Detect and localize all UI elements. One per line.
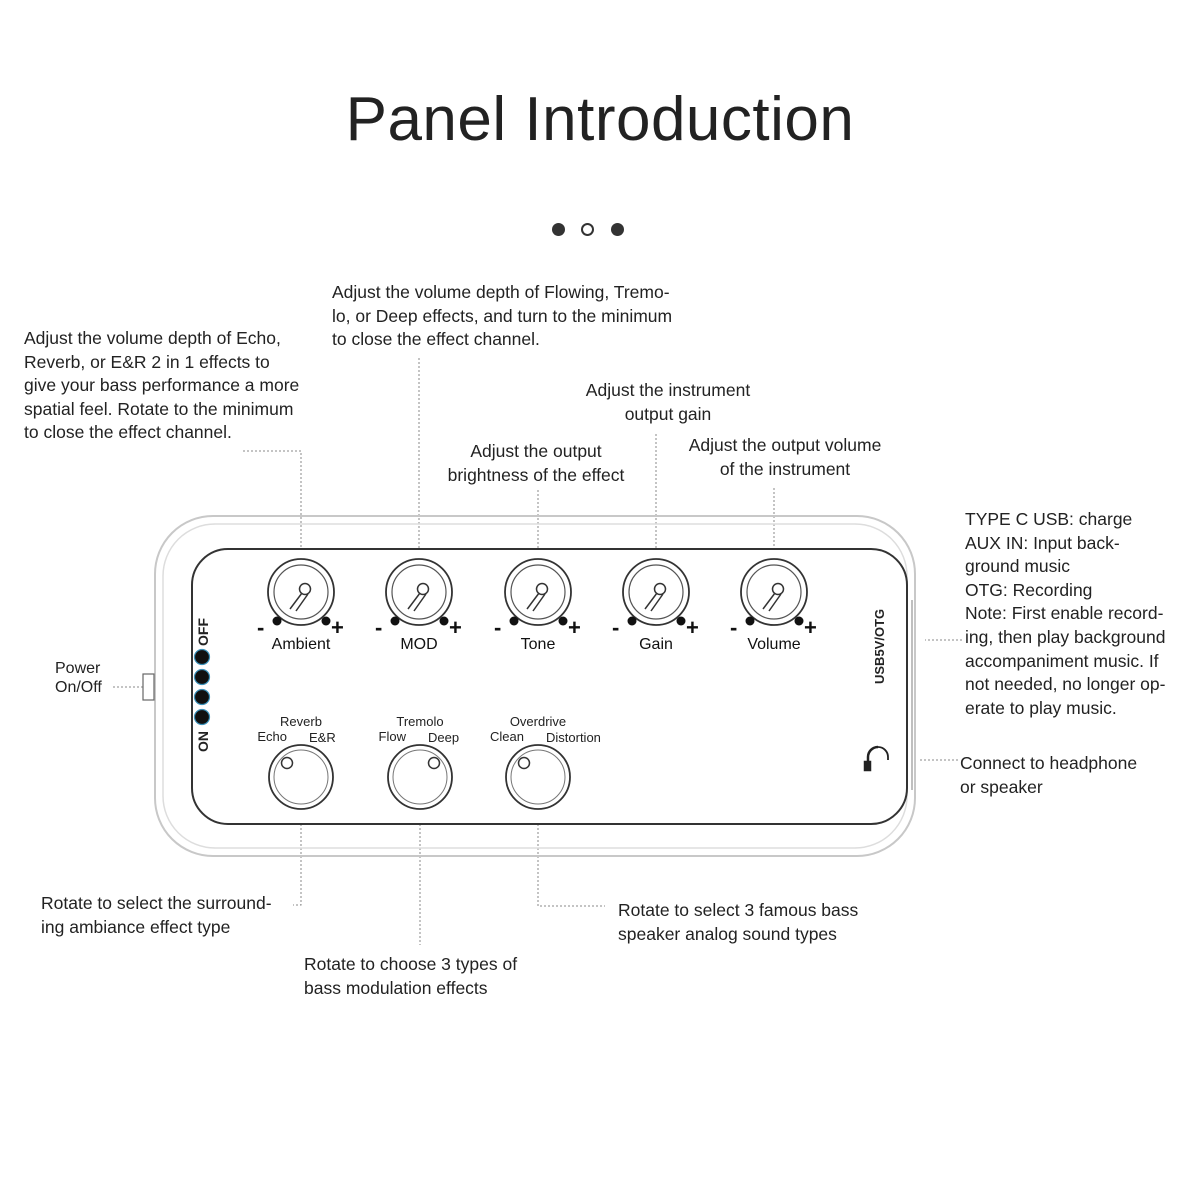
knob-label: Ambient: [272, 636, 331, 653]
knob-pointer-dot: [771, 582, 785, 596]
knob-volume[interactable]: - +Volume: [730, 558, 817, 653]
knob-pointer-dot: [298, 582, 312, 596]
selector-top-label: Tremolo: [396, 714, 443, 729]
knob-label: Gain: [639, 636, 673, 653]
knob-max-marker: [321, 616, 331, 626]
selector-top-label: Overdrive: [510, 714, 566, 729]
knob-plus-sign: +: [686, 615, 699, 640]
switch-on-label: ON: [195, 731, 211, 752]
selector-top-label: Reverb: [280, 714, 322, 729]
led-4: [193, 708, 211, 726]
knob-minus-sign: -: [257, 615, 264, 640]
knob-max-marker: [676, 616, 686, 626]
knob-plus-sign: +: [568, 615, 581, 640]
usb-port-label: USB5V/OTG: [872, 609, 887, 684]
led-2: [193, 668, 211, 686]
device-body: [142, 515, 916, 857]
pager-dot-2[interactable]: [581, 223, 594, 236]
pager-dot-1[interactable]: [552, 223, 565, 236]
knob-label: Volume: [747, 636, 800, 653]
selector-left-label: Echo: [257, 729, 287, 744]
leader-lines: [113, 358, 962, 945]
knob-pointer-dot: [416, 582, 430, 596]
knob-mod[interactable]: - + MOD: [375, 558, 462, 653]
knob-plus-sign: +: [331, 615, 344, 640]
headphone-icon: [863, 745, 889, 772]
ambient-knob-annotation: Adjust the volume depth of Echo,Reverb, …: [24, 328, 300, 443]
leader-ambient: [243, 450, 302, 558]
knob-min-marker: [745, 616, 755, 626]
knob-max-marker: [439, 616, 449, 626]
knob-ambient[interactable]: - +Ambient: [257, 558, 344, 653]
knob-gain[interactable]: - + Gain: [612, 558, 699, 653]
knob-tone[interactable]: - + Tone: [494, 558, 581, 653]
ambient-selector-annotation: Rotate to select the surround-ing ambian…: [41, 893, 272, 937]
led-3: [193, 688, 211, 706]
selector-left-label: Flow: [379, 729, 407, 744]
selector-right-label: Deep: [428, 730, 459, 745]
led-1: [193, 648, 211, 666]
knob-pointer-dot: [653, 582, 667, 596]
selector-left-label: Clean: [490, 729, 524, 744]
knob-min-marker: [509, 616, 519, 626]
pager-dot-3[interactable]: [611, 223, 624, 236]
selector-pointer-dot: [517, 756, 531, 770]
selector-pointer-dot: [427, 756, 441, 770]
knob-plus-sign: +: [449, 615, 462, 640]
knob-minus-sign: -: [612, 615, 619, 640]
knob-min-marker: [272, 616, 282, 626]
pager-dots: [548, 223, 628, 239]
power-leds: [193, 648, 211, 726]
knob-min-marker: [390, 616, 400, 626]
knob-minus-sign: -: [494, 615, 501, 640]
knob-minus-sign: -: [730, 615, 737, 640]
knob-minus-sign: -: [375, 615, 382, 640]
mod-knob-annotation: Adjust the volume depth of Flowing, Trem…: [332, 282, 673, 350]
knob-max-marker: [794, 616, 804, 626]
knob-min-marker: [627, 616, 637, 626]
page-title: Panel Introduction: [345, 85, 855, 154]
top-knobs: -+Ambient-+MOD-+Tone-+Gain-+Volume: [257, 558, 817, 653]
knob-label: MOD: [400, 636, 437, 653]
switch-off-label: OFF: [195, 618, 211, 646]
selector-right-label: Distortion: [546, 730, 601, 745]
knob-pointer-dot: [535, 582, 549, 596]
selector-pointer-dot: [280, 756, 294, 770]
knob-label: Tone: [521, 636, 556, 653]
selector-right-label: E&R: [309, 730, 336, 745]
knob-max-marker: [558, 616, 568, 626]
knob-plus-sign: +: [804, 615, 817, 640]
leader-drive-selector: [537, 808, 605, 907]
leader-ambient-selector: [293, 808, 302, 906]
